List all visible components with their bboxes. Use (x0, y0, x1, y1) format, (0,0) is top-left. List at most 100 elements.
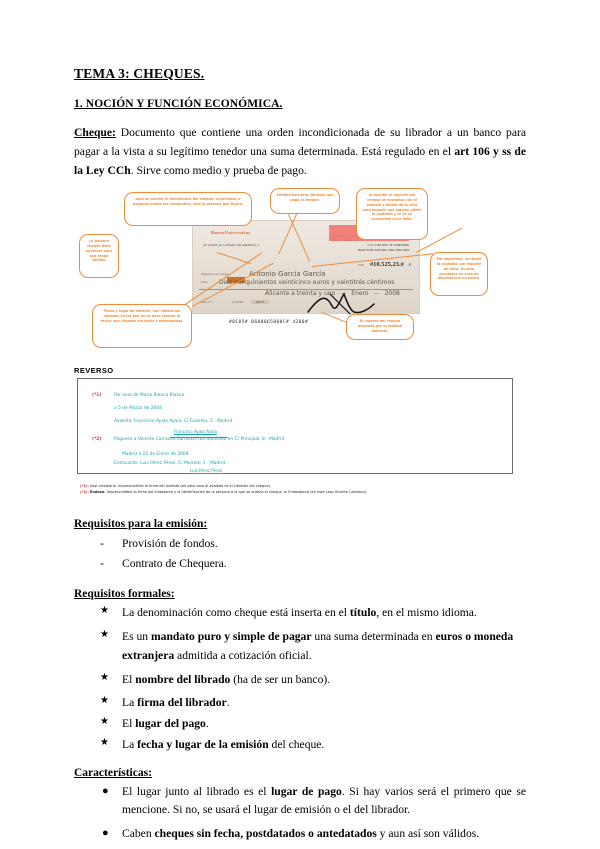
reverso-line-avalista: Avalista: Francisco Ayala Ayala, C/ Fuen… (114, 419, 233, 425)
footnote-1-text: Aval cambiario. Imprescindible la firma … (88, 484, 272, 489)
footnote-2-bold: Endoso. (90, 489, 106, 494)
list-item-label: Es un mandato puro y simple de pagar una… (122, 630, 514, 662)
list-item: ★ La denominación como cheque está inser… (100, 604, 526, 623)
cheque-bank-name: BancoUniversitas (211, 230, 251, 236)
list-marker-dash: - (100, 557, 104, 571)
footnote-2: (*2): Endoso. Imprescindible la firma de… (80, 490, 526, 495)
callout-signature: El número del cheque asignado por la ent… (346, 314, 414, 341)
reverso-line-endoso: Páguese a Vicente Carrasco Carrasco con … (114, 437, 285, 443)
list-item-label: El lugar del pago. (122, 717, 209, 731)
definition-law-reference: art 106 y ss de la Ley CCh (74, 144, 527, 177)
cheque-sum-in-words: Diez mil quinientos veinticinco euros y … (219, 279, 395, 287)
heading-requisitos-formales: Requisitos formales: (74, 588, 175, 601)
callout-amount-digits: Al escribir el importe del cheque se enc… (356, 188, 428, 241)
callout-word-cheque: La palabra cheque debe aparecer para que… (79, 234, 119, 279)
list-marker-star: ★ (100, 695, 109, 707)
cheque-currency-symbol: € (409, 262, 411, 268)
list-marker-dash: - (100, 537, 104, 551)
list-item: ★ La firma del librador. (100, 694, 526, 713)
figure-footnotes: (*1): Aval cambiario. Imprescindible la … (80, 484, 526, 495)
list-item: ★ El nombre del librado (ha de ser un ba… (100, 671, 526, 690)
cheque-amount-value: #10.525,23.# (370, 262, 404, 269)
reverso-line-aval: Por aval de María Blanco Blanco (114, 393, 185, 399)
cheque-diagram: BancoUniversitas AV CUATT 42, 1 ANGEL SA… (74, 186, 526, 358)
list-item-label: Contrato de Chequera. (122, 557, 227, 571)
heading-requisitos-emision: Requisitos para la emisión: (74, 518, 208, 531)
cheque-date-sep-1: — (340, 290, 347, 298)
list-marker-dot: ● (102, 827, 109, 840)
cheque-ccc-line-1: CCC 0128 0601 78 0180039846 (367, 243, 409, 248)
cheque-ccc-line-2: IBAN ES49 0128 0601 4600 1800 3984 (357, 248, 409, 253)
list-item: ● Caben cheques sin fecha, postdatados o… (100, 825, 526, 844)
definition-text-2: . Sirve como medio y prueba de pago. (130, 163, 307, 177)
list-item: ★ La fecha y lugar de la emisión del che… (100, 736, 526, 755)
cheque-serial-row: Serie 77 a 4.250.895 4201 8 (201, 300, 269, 305)
cheque-divider (199, 289, 413, 291)
cheque-payee-name: Antonio García García (249, 270, 326, 279)
footnote-2-text: Imprescindible la firma del Endosante y … (105, 489, 367, 494)
list-item-label: Provisión de fondos. (122, 537, 218, 551)
reverso-label: REVERSO (74, 366, 114, 376)
definition-text-1: Documento que contiene una orden incondi… (74, 126, 526, 158)
footnote-1-mark: (*1): (80, 484, 89, 489)
list-marker-star: ★ (100, 605, 109, 617)
list-item: - Provisión de fondos. (100, 534, 526, 554)
reverso-signature-avalista: Francisco Ayala Ayala (174, 429, 217, 435)
cheque-place-date-row: Alicante a treinta y uno — Enero — 2008 (265, 290, 400, 297)
list-marker-star: ★ (100, 716, 109, 728)
cheque-serial-number: 4.250.895 (231, 300, 244, 305)
list-marker-star: ★ (100, 671, 109, 683)
cheque-sum-label: Euros (201, 281, 208, 285)
reverso-rule-1 (170, 437, 228, 439)
reverso-mark-1: (*1) (92, 393, 102, 399)
list-item-label: La fecha y lugar de la emisión del chequ… (122, 737, 325, 751)
cheque-date-month: Enero (351, 290, 369, 298)
list-item-label: La firma del librador. (122, 696, 230, 710)
callout-beneficiary: Aquí se escribe el beneficiario del cheq… (124, 192, 252, 227)
reverso-box: (*1) Por aval de María Blanco Blanco a 5… (77, 378, 513, 475)
cheque-place-text: Alicante a treinta y uno (265, 290, 336, 298)
footnote-1: (*1): Aval cambiario. Imprescindible la … (80, 484, 526, 489)
list-item-label: Caben cheques sin fecha, postdatados o a… (122, 827, 480, 841)
heading-caracteristicas: Características: (74, 766, 152, 779)
list-requisitos-emision: - Provisión de fondos. - Contrato de Che… (74, 534, 526, 574)
cheque-amount-row: EUR #10.525,23.# € (358, 262, 411, 268)
reverso-mark-2: (*2) (92, 437, 102, 443)
cheque-serial-box: 4201 8 (250, 300, 269, 305)
callout-amount-letters: Por seguridad, se repite la cantidad con… (430, 252, 488, 297)
list-caracteristicas: ● El lugar junto al librado es el lugar … (74, 783, 526, 844)
section-heading-nocion: 1. NOCIÓN Y FUNCIÓN ECONÓMICA. (74, 98, 283, 110)
reverso-line-endoso-date: Madrid a 22 de Enero de 2004 (122, 452, 189, 458)
callout-bank-entity: Entidad bancaria (librado) que paga el c… (270, 188, 340, 215)
cheque-word-highlight (227, 277, 245, 284)
cheque-bank-address: AV CUATT 42, 1 ANGEL SALAMANCA, 4 (203, 243, 260, 248)
cheque-amount-label: EUR (358, 263, 365, 268)
cheque-micr-line: #0C05# 0680065000C# 4200# (229, 320, 309, 326)
list-marker-star: ★ (100, 736, 109, 748)
cheque-signature-scribble (307, 292, 375, 315)
reverso-signature-endosante: Luis Pérez Pérez (190, 468, 223, 474)
cheque-serial-label: Serie 77 a (201, 300, 213, 305)
list-marker-dot: ● (102, 784, 109, 797)
list-item: ★ El lugar del pago. (100, 715, 526, 734)
callout-date-place: Fecha y lugar de emisión. Son válidos lo… (92, 304, 192, 349)
definition-paragraph: Cheque: Documento que contiene una orden… (74, 124, 526, 180)
cheque-date-sep-2: — (373, 290, 380, 298)
footnote-2-mark: (*2): (80, 489, 89, 494)
list-item-label: El lugar junto al librado es el lugar de… (122, 784, 526, 817)
list-item: ● El lugar junto al librado es el lugar … (100, 783, 526, 821)
page-title: TEMA 3: CHEQUES. (74, 66, 205, 81)
list-marker-star: ★ (100, 629, 109, 640)
list-item-label: El nombre del librado (ha de ser un banc… (122, 672, 331, 686)
cheque-pay-label: Páguese por este cheque a (201, 273, 231, 277)
cheque-date-year: 2008 (384, 290, 400, 298)
list-item-label: La denominación como cheque está inserta… (122, 606, 477, 620)
reverso-line-aval-date: a 5 de Marzo de 2004 (114, 406, 162, 412)
definition-term: Cheque: (74, 126, 116, 139)
reverso-line-endosante: Endosante: Luis Pérez Pérez, C/ Montes, … (114, 461, 226, 467)
list-item: - Contrato de Chequera. (100, 554, 526, 574)
list-requisitos-formales: ★ La denominación como cheque está inser… (74, 604, 526, 754)
cheque-figure: BancoUniversitas AV CUATT 42, 1 ANGEL SA… (74, 186, 526, 506)
document-content: TEMA 3: CHEQUES. 1. NOCIÓN Y FUNCIÓN ECO… (74, 66, 526, 849)
